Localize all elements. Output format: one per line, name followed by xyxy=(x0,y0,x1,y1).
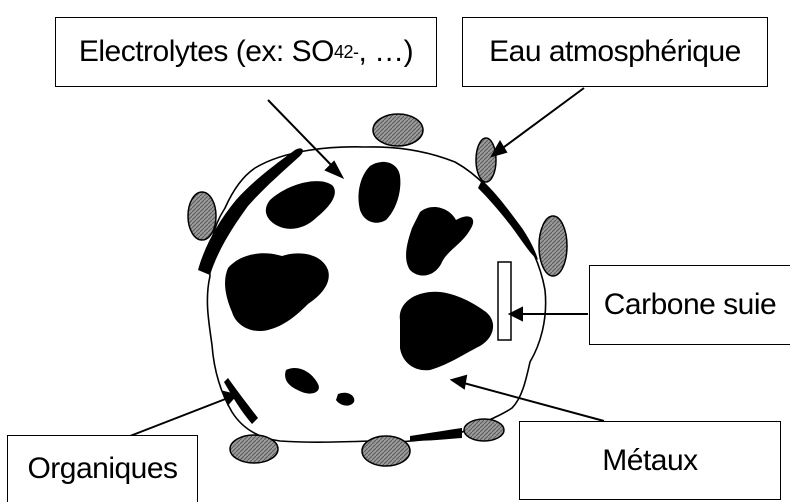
droplet-top xyxy=(373,114,423,146)
droplet-bottom-left xyxy=(230,435,278,463)
label-carbone-suie: Carbone suie xyxy=(589,265,790,345)
arrow-carbone-suie xyxy=(510,308,588,320)
droplet-left xyxy=(188,192,216,240)
label-organiques: Organiques xyxy=(7,435,198,502)
label-carbone-suie-text: Carbone suie xyxy=(604,288,776,322)
soot-inclusion-rect xyxy=(498,262,511,340)
label-organiques-text: Organiques xyxy=(27,452,177,486)
label-eau-atmospherique-text: Eau atmosphérique xyxy=(489,35,741,69)
label-eau-atmospherique: Eau atmosphérique xyxy=(462,17,768,87)
label-metaux: Métaux xyxy=(519,421,781,500)
label-electrolytes-prefix: Electrolytes (ex: SO xyxy=(79,35,334,69)
droplet-bottom-right xyxy=(464,419,504,441)
arrow-eau-atmospherique xyxy=(492,88,584,156)
label-metaux-text: Métaux xyxy=(602,444,697,478)
droplet-right xyxy=(539,216,567,276)
droplet-bottom-center xyxy=(362,436,410,466)
droplet-top-right xyxy=(476,138,496,182)
label-electrolytes-suffix: , …) xyxy=(358,35,413,69)
arrow-organiques xyxy=(130,392,236,436)
